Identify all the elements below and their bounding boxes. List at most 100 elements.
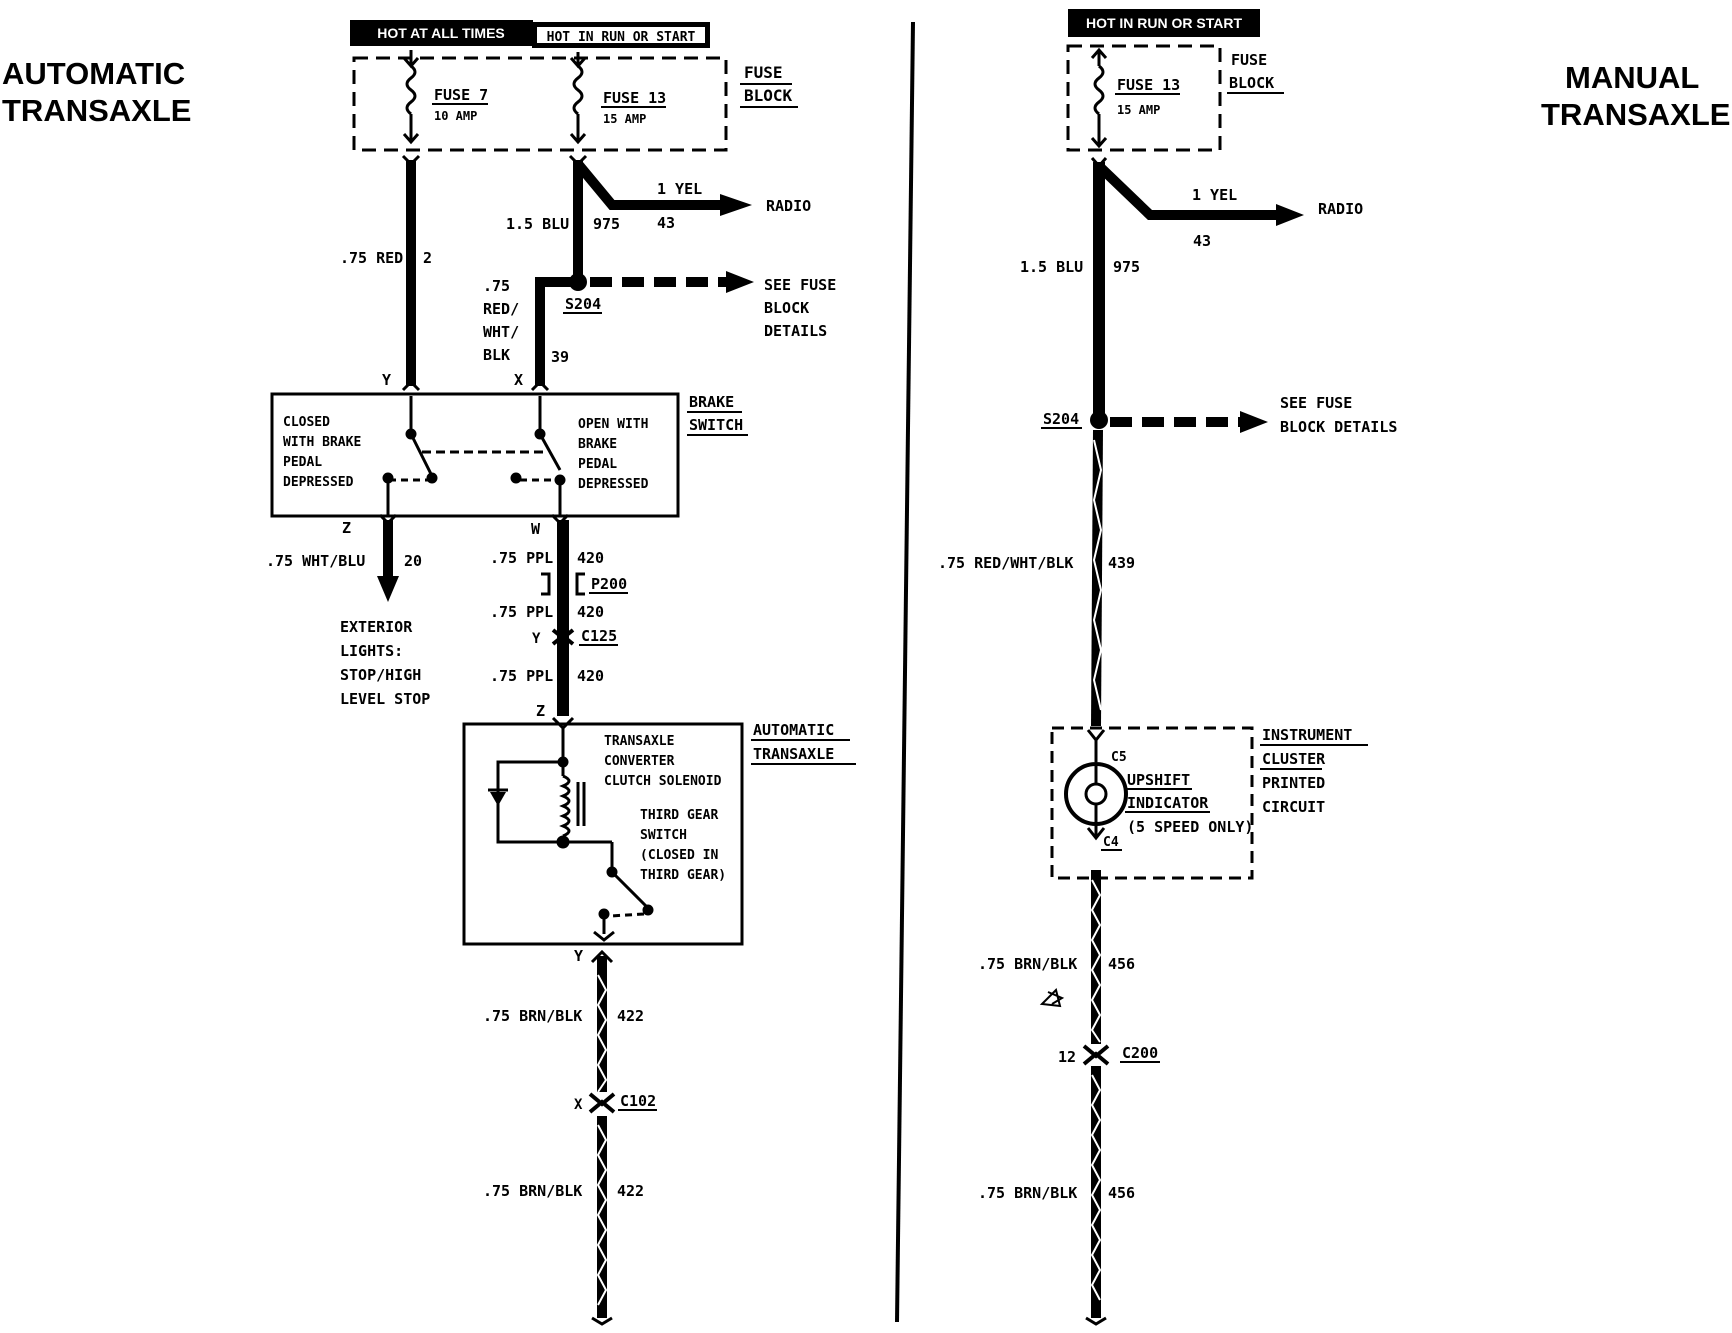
c125-connector-bottom bbox=[551, 633, 575, 646]
title-manual-line2: TRANSAXLE bbox=[1541, 97, 1730, 132]
divider-line bbox=[895, 21, 915, 1323]
open-text-2: BRAKE bbox=[578, 437, 617, 452]
c102-pin: X bbox=[574, 1097, 583, 1113]
wire-red-circuit: 2 bbox=[423, 249, 432, 267]
pin-w-brake: W bbox=[531, 520, 541, 538]
manual-wire-rwb-439 bbox=[1091, 429, 1103, 727]
radio-arrow bbox=[720, 194, 752, 216]
fuse-13-rating: 15 AMP bbox=[603, 112, 646, 126]
solenoid-text-3: CLUTCH SOLENOID bbox=[604, 774, 722, 789]
manual-fuse-13-symbol bbox=[1090, 47, 1108, 149]
auto-transaxle-label-1: AUTOMATIC bbox=[753, 721, 834, 739]
cluster-text-4: CIRCUIT bbox=[1262, 798, 1325, 816]
brake-switch-box bbox=[270, 392, 680, 518]
manual-rwb-circuit: 439 bbox=[1108, 554, 1135, 572]
fuse-13-name: FUSE 13 bbox=[603, 89, 666, 107]
manual-radio-arrow bbox=[1276, 204, 1304, 226]
pointer-arrow-icon bbox=[1039, 988, 1065, 1008]
manual-brn-blk-2-label: .75 BRN/BLK bbox=[978, 1184, 1077, 1202]
p200-label: P200 bbox=[591, 575, 627, 593]
p200-bracket-right bbox=[575, 572, 585, 596]
brn-blk-2-circuit: 422 bbox=[617, 1182, 644, 1200]
diode-icon bbox=[490, 792, 506, 806]
splice-s204-auto bbox=[569, 273, 587, 291]
wire-yel-43 bbox=[574, 160, 720, 210]
ppl-3-label: .75 PPL bbox=[490, 667, 553, 685]
brake-switch-label-1: BRAKE bbox=[689, 393, 734, 411]
see-fuse-2: BLOCK bbox=[764, 299, 809, 317]
fuse-7-rating: 10 AMP bbox=[434, 109, 477, 123]
see-fuse-3: DETAILS bbox=[764, 322, 827, 340]
manual-hot-in-run-label: HOT IN RUN OR START bbox=[1086, 15, 1243, 31]
c200-connector-bottom bbox=[1082, 1051, 1110, 1066]
manual-fuse-block-2: BLOCK bbox=[1229, 74, 1274, 92]
third-gear-text-2: SWITCH bbox=[640, 828, 687, 843]
exterior-4: LEVEL STOP bbox=[340, 690, 430, 708]
open-text-3: PEDAL bbox=[578, 457, 617, 472]
hot-at-all-times-bar bbox=[350, 20, 533, 46]
ppl-1-circuit: 420 bbox=[577, 549, 604, 567]
c5-label: C5 bbox=[1111, 750, 1127, 765]
cluster-text-2: CLUSTER bbox=[1262, 750, 1326, 768]
wht-blu-circuit: 20 bbox=[404, 552, 422, 570]
pin-z-brake: Z bbox=[342, 519, 351, 537]
manual-brn-blk-1-label: .75 BRN/BLK bbox=[978, 955, 1077, 973]
exterior-2: LIGHTS: bbox=[340, 642, 403, 660]
radio-circuit: 43 bbox=[657, 214, 675, 232]
brn-blk-1-circuit: 422 bbox=[617, 1007, 644, 1025]
p200-bracket-left bbox=[541, 572, 551, 596]
upshift-3: (5 SPEED ONLY) bbox=[1127, 818, 1253, 836]
manual-blu-label: 1.5 BLU bbox=[1020, 258, 1083, 276]
open-text-1: OPEN WITH bbox=[578, 417, 648, 432]
closed-text-2: WITH BRAKE bbox=[283, 435, 361, 450]
manual-fuse-13-name: FUSE 13 bbox=[1117, 76, 1180, 94]
see-fuse-1: SEE FUSE bbox=[764, 276, 836, 294]
rwb-3: WHT/ bbox=[483, 323, 519, 341]
instrument-cluster-box bbox=[1050, 726, 1254, 880]
manual-splice-label: S204 bbox=[1043, 410, 1079, 428]
closed-text-4: DEPRESSED bbox=[283, 475, 354, 490]
auto-pin-y: Y bbox=[574, 947, 583, 965]
manual-fuse-block-1: FUSE bbox=[1231, 51, 1267, 69]
brake-switch-label-2: SWITCH bbox=[689, 416, 743, 434]
fuse-block-auto bbox=[352, 56, 728, 152]
fuse-7-symbol bbox=[402, 50, 420, 145]
c125-pin: Y bbox=[532, 631, 541, 647]
fuse-7-name: FUSE 7 bbox=[434, 86, 488, 104]
c102-connector-bottom bbox=[588, 1099, 616, 1114]
wire-red-label: .75 RED bbox=[340, 249, 403, 267]
manual-see-fuse-arrow bbox=[1240, 411, 1268, 433]
open-text-4: DEPRESSED bbox=[578, 477, 649, 492]
manual-brn-blk-2-circuit: 456 bbox=[1108, 1184, 1135, 1202]
manual-radio-label: RADIO bbox=[1318, 200, 1363, 218]
brn-blk-1-label: .75 BRN/BLK bbox=[483, 1007, 582, 1025]
title-automatic-line2: TRANSAXLE bbox=[2, 93, 191, 128]
c200-label: C200 bbox=[1122, 1044, 1158, 1062]
rwb-circuit: 39 bbox=[551, 348, 569, 366]
third-gear-text-3: (CLOSED IN bbox=[640, 848, 718, 863]
c102-label: C102 bbox=[620, 1092, 656, 1110]
wire-rwb-39 bbox=[535, 277, 573, 386]
cluster-text-3: PRINTED bbox=[1262, 774, 1325, 792]
c125-label: C125 bbox=[581, 627, 617, 645]
c200-pin: 12 bbox=[1058, 1048, 1076, 1066]
rwb-2: RED/ bbox=[483, 300, 519, 318]
closed-text-1: CLOSED bbox=[283, 415, 330, 430]
title-automatic-line1: AUTOMATIC bbox=[2, 56, 185, 91]
ppl-2-label: .75 PPL bbox=[490, 603, 553, 621]
title-manual-line1: MANUAL bbox=[1565, 60, 1699, 95]
wire-blu-label: 1.5 BLU bbox=[506, 215, 569, 233]
hot-in-run-bar-inner bbox=[537, 27, 705, 43]
upshift-2: INDICATOR bbox=[1127, 794, 1209, 812]
auto-pin-z: Z bbox=[536, 702, 545, 720]
brake-switch-contacts bbox=[382, 396, 566, 515]
fuse-block-label-2: BLOCK bbox=[744, 86, 793, 105]
third-gear-text-4: THIRD GEAR) bbox=[640, 868, 726, 883]
rwb-4: BLK bbox=[483, 346, 510, 364]
upshift-1: UPSHIFT bbox=[1127, 771, 1190, 789]
manual-brn-blk-1-circuit: 456 bbox=[1108, 955, 1135, 973]
radio-label: RADIO bbox=[766, 197, 811, 215]
splice-s204-label: S204 bbox=[565, 295, 601, 313]
manual-see-fuse-2: BLOCK DETAILS bbox=[1280, 418, 1397, 436]
